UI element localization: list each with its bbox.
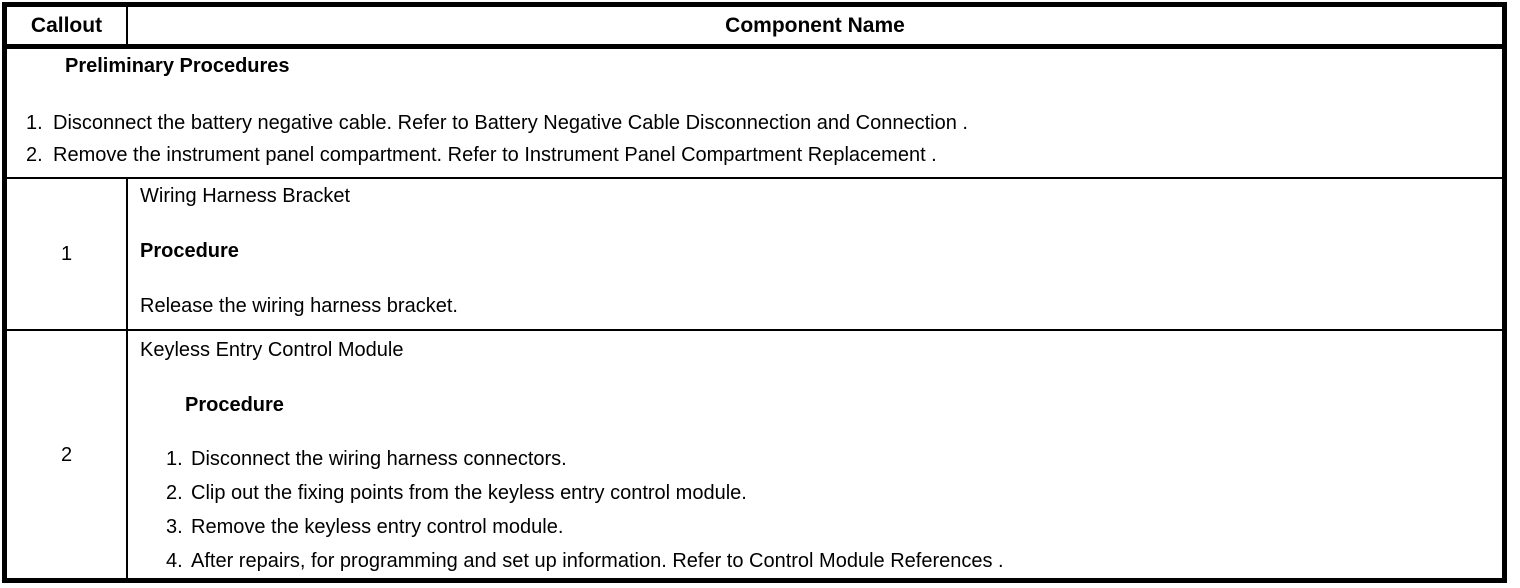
step-number: 1. bbox=[26, 112, 43, 134]
preliminary-step-2: 2. Remove the instrument panel compartme… bbox=[26, 139, 1492, 171]
procedure-step-4: 4. After repairs, for programming and se… bbox=[166, 544, 1492, 578]
component-name-header-cell: Component Name bbox=[128, 7, 1502, 44]
table-row-callout-2: 2 Keyless Entry Control Module Procedure… bbox=[7, 331, 1502, 578]
component-cell: Keyless Entry Control Module Procedure 1… bbox=[128, 331, 1502, 578]
procedure-heading: Procedure bbox=[185, 394, 284, 416]
procedure-step-text: Release the wiring harness bracket. bbox=[140, 295, 458, 317]
step-text: Remove the keyless entry control module. bbox=[191, 516, 564, 538]
step-text: Clip out the fixing points from the keyl… bbox=[191, 482, 747, 504]
component-table: Callout Component Name Preliminary Proce… bbox=[2, 2, 1507, 583]
callout-header-label: Callout bbox=[30, 14, 103, 37]
step-text: After repairs, for programming and set u… bbox=[191, 550, 1004, 572]
callout-cell: 1 bbox=[7, 179, 128, 329]
procedure-step-3: 3. Remove the keyless entry control modu… bbox=[166, 510, 1492, 544]
procedure-steps-list: 1. Disconnect the wiring harness connect… bbox=[166, 442, 1492, 578]
preliminary-procedures-title: Preliminary Procedures bbox=[65, 55, 290, 77]
procedure-step-1: 1. Disconnect the wiring harness connect… bbox=[166, 442, 1492, 476]
preliminary-steps-list: 1. Disconnect the battery negative cable… bbox=[26, 107, 1492, 171]
preliminary-procedures-row: Preliminary Procedures 1. Disconnect the… bbox=[7, 49, 1502, 179]
callout-cell: 2 bbox=[7, 331, 128, 578]
component-name: Keyless Entry Control Module bbox=[140, 339, 404, 361]
component-cell: Wiring Harness Bracket Procedure Release… bbox=[128, 179, 1502, 329]
step-number: 3. bbox=[166, 516, 183, 538]
step-text: Disconnect the battery negative cable. R… bbox=[53, 112, 968, 134]
step-text: Remove the instrument panel compartment.… bbox=[53, 144, 937, 166]
component-name: Wiring Harness Bracket bbox=[140, 185, 351, 207]
component-name-header-label: Component Name bbox=[725, 14, 905, 37]
table-header-row: Callout Component Name bbox=[7, 7, 1502, 49]
procedure-heading: Procedure bbox=[140, 240, 239, 262]
preliminary-step-1: 1. Disconnect the battery negative cable… bbox=[26, 107, 1492, 139]
table-row-callout-1: 1 Wiring Harness Bracket Procedure Relea… bbox=[7, 179, 1502, 331]
step-number: 2. bbox=[26, 144, 43, 166]
step-text: Disconnect the wiring harness connectors… bbox=[191, 448, 567, 470]
step-number: 4. bbox=[166, 550, 183, 572]
callout-number: 2 bbox=[60, 443, 73, 466]
procedure-step-2: 2. Clip out the fixing points from the k… bbox=[166, 476, 1492, 510]
step-number: 1. bbox=[166, 448, 183, 470]
callout-number: 1 bbox=[60, 243, 73, 265]
callout-header-cell: Callout bbox=[7, 7, 128, 44]
step-number: 2. bbox=[166, 482, 183, 504]
